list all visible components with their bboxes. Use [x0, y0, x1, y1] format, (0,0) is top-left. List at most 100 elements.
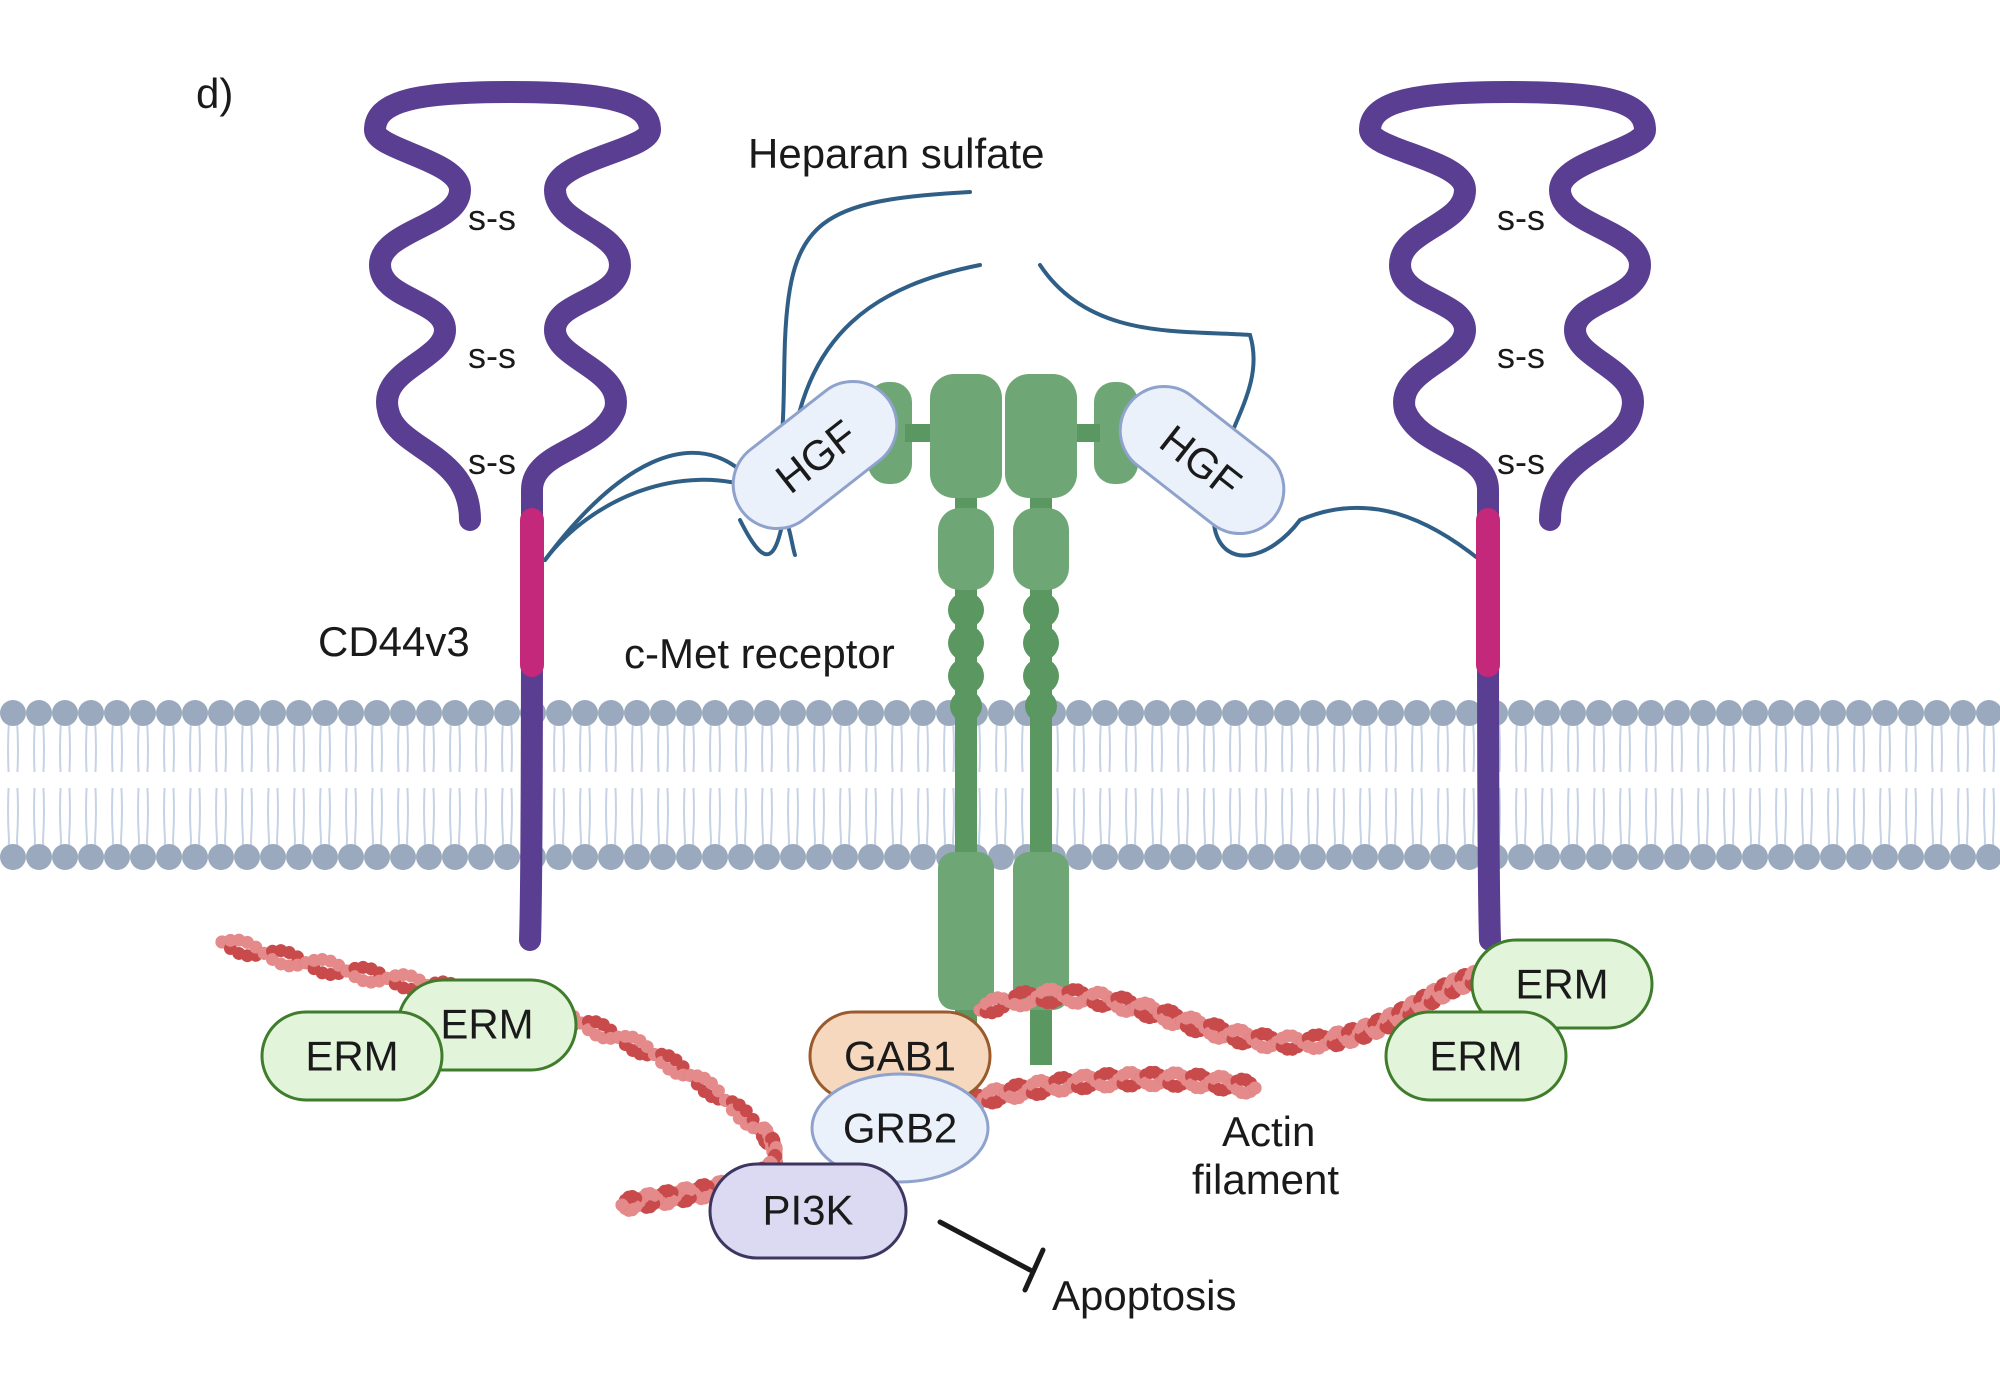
lipid-head	[1612, 700, 1638, 726]
lipid-head	[598, 844, 624, 870]
lipid-head	[572, 700, 598, 726]
lipid-head	[26, 700, 52, 726]
lipid-head	[1456, 700, 1482, 726]
disulfide-label: s-s	[468, 335, 516, 376]
lipid-head	[1118, 844, 1144, 870]
lipid-head	[78, 844, 104, 870]
lipid-head	[1066, 844, 1092, 870]
lipid-head	[1378, 700, 1404, 726]
lipid-head	[234, 844, 260, 870]
lipid-head	[1794, 844, 1820, 870]
lipid-head	[1144, 700, 1170, 726]
erm-left-front: ERM	[260, 1010, 444, 1102]
lipid-head	[1742, 844, 1768, 870]
lipid-head	[260, 700, 286, 726]
cell-membrane	[0, 700, 2000, 870]
lipid-head	[1196, 844, 1222, 870]
lipid-head	[1820, 844, 1846, 870]
lipid-head	[1664, 700, 1690, 726]
lipid-head	[1430, 700, 1456, 726]
lipid-head	[1300, 844, 1326, 870]
lipid-head	[910, 700, 936, 726]
lipid-head	[1794, 700, 1820, 726]
actin-monomer	[615, 1198, 629, 1212]
lipid-head	[52, 700, 78, 726]
lipid-head	[26, 844, 52, 870]
lipid-head	[702, 844, 728, 870]
lipid-head	[676, 844, 702, 870]
lipid-head	[1560, 844, 1586, 870]
lipid-head	[702, 700, 728, 726]
lipid-head	[1872, 700, 1898, 726]
lipid-head	[1274, 844, 1300, 870]
lipid-head	[468, 844, 494, 870]
lipid-head	[858, 844, 884, 870]
lipid-head	[78, 700, 104, 726]
lipid-head	[910, 844, 936, 870]
erm-right-front-label: ERM	[1429, 1033, 1522, 1080]
lipid-head	[1586, 844, 1612, 870]
lipid-head	[806, 700, 832, 726]
lipid-head	[260, 844, 286, 870]
c-met-receptor-label: c-Met receptor	[624, 630, 895, 677]
lipid-head	[806, 844, 832, 870]
lipid-head	[1144, 844, 1170, 870]
lipid-head	[1248, 700, 1274, 726]
lipid-head	[312, 844, 338, 870]
lipid-head	[1508, 844, 1534, 870]
lipid-head	[728, 700, 754, 726]
lipid-head	[416, 700, 442, 726]
lipid-head	[1924, 844, 1950, 870]
lipid-head	[494, 700, 520, 726]
lipid-head	[754, 844, 780, 870]
lipid-head	[1170, 844, 1196, 870]
lipid-head	[676, 700, 702, 726]
erm-left-back: ERM	[396, 978, 578, 1072]
lipid-head	[442, 844, 468, 870]
lipid-head	[182, 844, 208, 870]
lipid-head	[1924, 700, 1950, 726]
actin-monomer	[1248, 1081, 1262, 1095]
heparan-sulfate-chains	[543, 190, 1482, 562]
c-met-receptor	[868, 374, 1138, 1065]
lipid-head	[182, 700, 208, 726]
lipid-head	[1846, 700, 1872, 726]
lipid-head	[208, 844, 234, 870]
lipid-head	[156, 700, 182, 726]
gab1-label: GAB1	[844, 1033, 956, 1080]
cd44v3-right	[1359, 81, 1656, 951]
lipid-head	[988, 700, 1014, 726]
lipid-head	[52, 844, 78, 870]
lipid-head	[0, 700, 26, 726]
lipid-head	[1612, 844, 1638, 870]
lipid-head	[754, 700, 780, 726]
lipid-head	[1352, 700, 1378, 726]
lipid-head	[1274, 700, 1300, 726]
actin-monomer	[711, 1084, 725, 1098]
lipid-head	[364, 844, 390, 870]
lipid-head	[1378, 844, 1404, 870]
erm-left-front-label: ERM	[305, 1033, 398, 1080]
lipid-head	[624, 700, 650, 726]
lipid-head	[1742, 700, 1768, 726]
erm-left-back-label: ERM	[440, 1001, 533, 1048]
lipid-head	[1690, 700, 1716, 726]
membrane-inner-leaflet	[0, 844, 2000, 870]
lipid-head	[728, 844, 754, 870]
cd44v3-left	[364, 81, 661, 951]
lipid-head	[1456, 844, 1482, 870]
lipid-head	[1872, 844, 1898, 870]
lipid-head	[546, 700, 572, 726]
lipid-head	[1118, 700, 1144, 726]
lipid-head	[130, 700, 156, 726]
actin-filament-label-2: filament	[1192, 1156, 1339, 1203]
lipid-head	[468, 700, 494, 726]
lipid-head	[130, 844, 156, 870]
lipid-head	[286, 844, 312, 870]
lipid-head	[1248, 844, 1274, 870]
lipid-head	[1690, 844, 1716, 870]
lipid-head	[572, 844, 598, 870]
pi3k: PI3K	[708, 1162, 908, 1260]
lipid-head	[598, 700, 624, 726]
